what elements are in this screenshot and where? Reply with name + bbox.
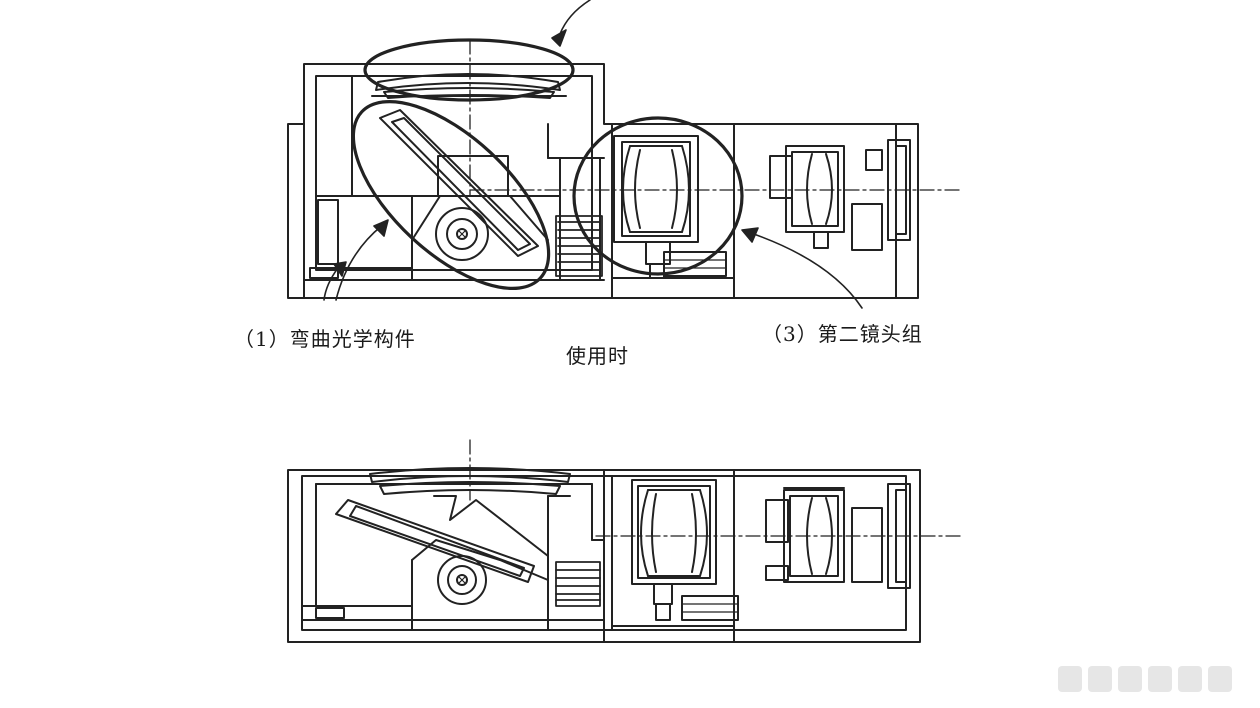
third-lens-collapsed — [765, 487, 883, 583]
label-in-use: 使用时 — [566, 344, 629, 368]
diagram-in-use — [287, 0, 961, 309]
leader-arrows — [323, 0, 863, 309]
housing-bottom — [287, 469, 921, 643]
label-bending-optical-member: （1）弯曲光学构件 — [234, 327, 416, 351]
housing-top — [287, 63, 919, 299]
first-lens-group — [371, 73, 567, 99]
third-lens-group — [769, 145, 883, 251]
bending-optical-member — [379, 109, 549, 261]
spring-bottom — [555, 561, 601, 607]
second-lens-collapsed — [631, 479, 739, 621]
diagram-collapsed — [287, 439, 961, 643]
optical-axes-bottom — [469, 439, 961, 537]
highlight-ellipses — [351, 38, 744, 290]
label-second-lens-group: （3）第二镜头组 — [762, 322, 923, 346]
bending-member-collapsed — [335, 495, 549, 631]
optical-axes-top — [469, 39, 961, 197]
watermark-logo — [1058, 666, 1232, 692]
